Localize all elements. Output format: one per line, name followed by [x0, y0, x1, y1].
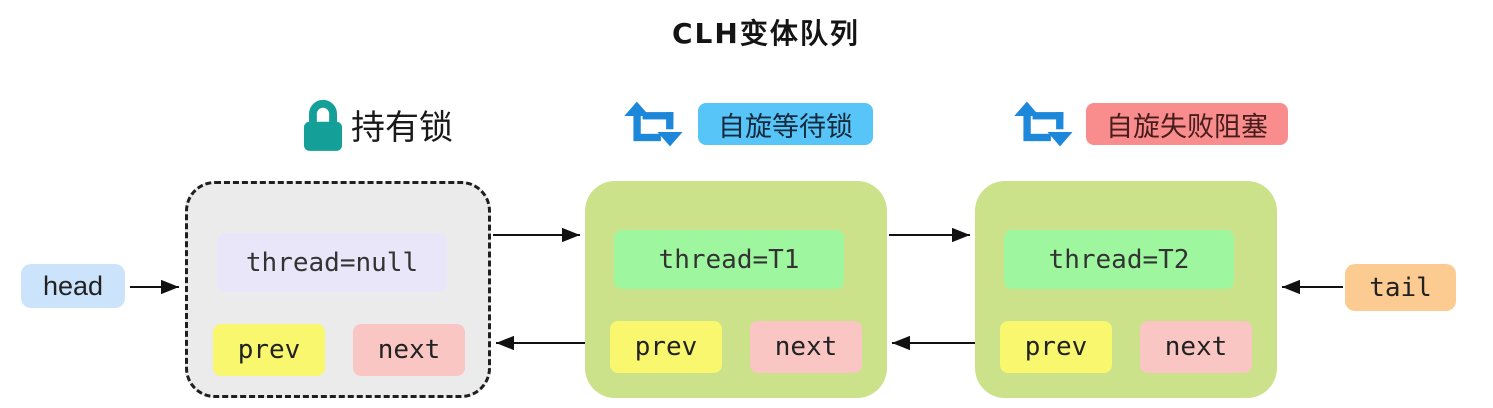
- lock-holder-label: 持有锁: [351, 107, 453, 148]
- spin-loop-icon: [624, 101, 683, 147]
- thread-field: thread=T2: [1004, 230, 1234, 289]
- spin-fail-badge: 自旋失败阻塞: [1086, 103, 1288, 145]
- queue-node-t1: thread=T1 prev next: [585, 181, 887, 398]
- queue-node-holder: thread=null prev next: [185, 181, 491, 398]
- prev-field: prev: [213, 324, 325, 376]
- legend-lock-holder: 持有锁: [299, 96, 453, 152]
- next-field: next: [353, 324, 465, 376]
- tail-pointer: tail: [1345, 264, 1456, 311]
- thread-field: thread=T1: [614, 230, 844, 289]
- next-field: next: [1140, 321, 1252, 373]
- legend-spin-wait: 自旋等待锁: [622, 101, 873, 147]
- prev-field: prev: [610, 321, 722, 373]
- next-field: next: [750, 321, 862, 373]
- spin-loop-icon: [1014, 101, 1073, 147]
- legend-spin-fail: 自旋失败阻塞: [1012, 101, 1288, 147]
- head-pointer: head: [21, 264, 125, 308]
- spin-wait-badge: 自旋等待锁: [698, 103, 873, 145]
- thread-field: thread=null: [217, 233, 447, 292]
- lock-icon: [303, 99, 343, 151]
- queue-node-t2: thread=T2 prev next: [975, 181, 1277, 398]
- diagram-title: CLH变体队列: [672, 17, 860, 50]
- prev-field: prev: [1000, 321, 1112, 373]
